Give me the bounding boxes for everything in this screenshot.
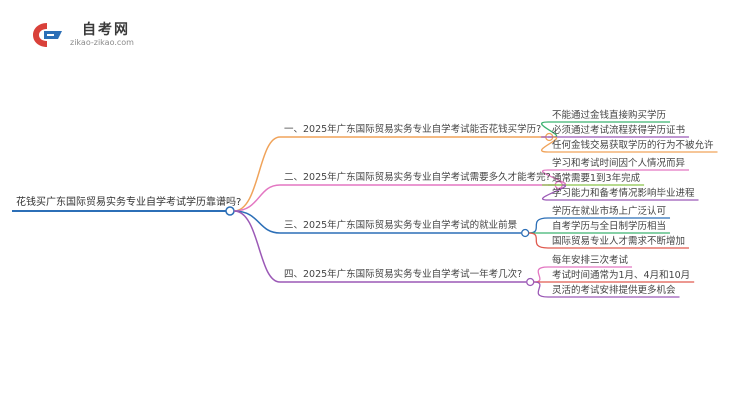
branch-connector-2 — [233, 184, 281, 212]
leaf-topic[interactable]: 学习和考试时间因个人情况而异 — [552, 158, 686, 169]
leaf-connector-3-1 — [528, 217, 549, 234]
branch-connector-1 — [233, 136, 281, 212]
leaf-connector-4-1 — [533, 266, 549, 283]
leaf-topic[interactable]: 通常需要1到3年完成 — [552, 173, 641, 184]
leaf-topic[interactable]: 必须通过考试流程获得学历证书 — [552, 125, 686, 136]
leaf-topic[interactable]: 灵活的考试安排提供更多机会 — [552, 285, 676, 296]
branch-topic-4[interactable]: 四、2025年广东国际贸易实务专业自学考试一年考几次? — [284, 269, 523, 280]
leaf-topic[interactable]: 国际贸易专业人才需求不断增加 — [552, 236, 686, 247]
leaf-connector-3-3 — [528, 232, 549, 249]
logo-title: 自考网 — [82, 22, 130, 38]
leaf-topic[interactable]: 每年安排三次考试 — [552, 255, 629, 266]
leaf-topic[interactable]: 任何金钱交易获取学历的行为不被允许 — [552, 140, 714, 151]
logo-url: zikao-zikao.com — [70, 38, 134, 47]
branch-connector-3 — [233, 210, 281, 234]
leaf-connector-2-3 — [541, 184, 566, 201]
leaf-connector-4-3 — [533, 281, 549, 298]
leaf-topic[interactable]: 学习能力和备考情况影响毕业进程 — [552, 188, 695, 199]
branch-topic-1[interactable]: 一、2025年广东国际贸易实务专业自学考试能否花钱买学历? — [284, 124, 542, 135]
leaf-topic[interactable]: 自考学历与全日制学历相当 — [552, 221, 667, 232]
branch-dot-4 — [526, 277, 535, 287]
site-logo[interactable]: 自考网 zikao-zikao.com — [30, 18, 150, 52]
branch-connector-4 — [233, 210, 281, 283]
leaf-connector-1-3 — [540, 136, 558, 153]
leaf-topic[interactable]: 学历在就业市场上广泛认可 — [552, 206, 667, 217]
branch-dot-3 — [521, 228, 530, 238]
leaf-topic[interactable]: 考试时间通常为1月、4月和10月 — [552, 270, 691, 281]
logo-mark-icon — [33, 23, 62, 47]
branch-topic-3[interactable]: 三、2025年广东国际贸易实务专业自学考试的就业前景 — [284, 220, 518, 231]
leaf-topic[interactable]: 不能通过金钱直接购买学历 — [552, 110, 667, 121]
root-topic[interactable]: 花钱买广东国际贸易实务专业自学考试学历靠谱吗? — [16, 197, 242, 208]
branch-topic-2[interactable]: 二、2025年广东国际贸易实务专业自学考试需要多久才能考完? — [284, 172, 551, 183]
